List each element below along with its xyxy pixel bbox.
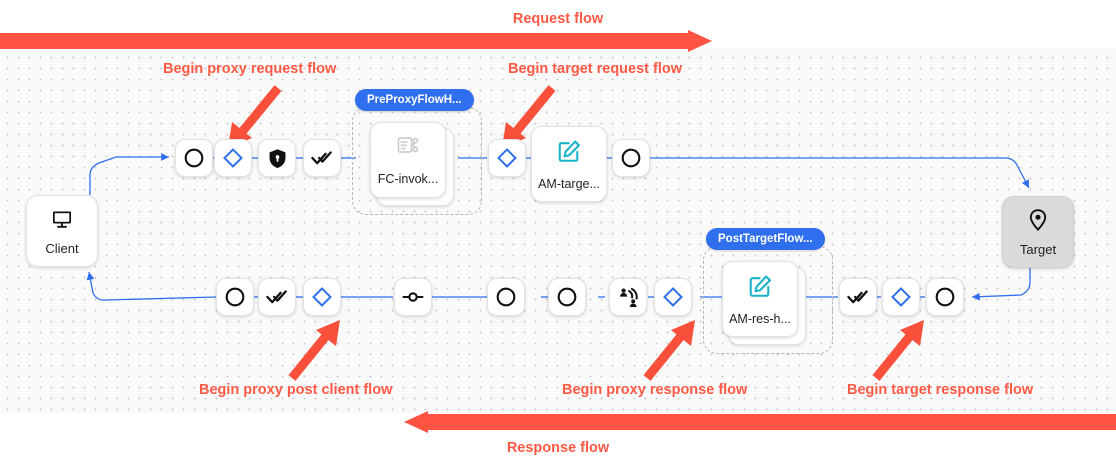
step-res-target-start[interactable]: [926, 278, 964, 316]
node-line-icon: [400, 284, 426, 310]
step-res-target-verify[interactable]: [839, 278, 877, 316]
location-pin-icon: [1027, 208, 1049, 235]
policy-label-fc-invoke: FC-invok...: [377, 172, 439, 186]
flow-callout-icon: [395, 134, 421, 163]
circle-icon: [223, 285, 247, 309]
step-req-target-endpoint[interactable]: [488, 139, 526, 177]
step-req-end[interactable]: [612, 139, 650, 177]
diamond-icon: [221, 146, 245, 170]
policy-label-am-res-h: AM-res-h...: [729, 311, 791, 326]
double-check-icon: [846, 285, 871, 310]
annotation-arrow-begin-proxy-response-flow: [643, 320, 695, 381]
diagram-canvas: [0, 48, 1116, 413]
policy-card-front[interactable]: AM-res-h...: [722, 261, 798, 337]
diamond-icon: [889, 285, 913, 309]
assign-message-icon: [556, 138, 583, 168]
endpoint-target[interactable]: Target: [1002, 196, 1074, 268]
circle-icon: [555, 285, 579, 309]
policy-label-am-target: AM-targe...: [538, 176, 600, 191]
annotation-begin-proxy-response-flow: Begin proxy response flow: [562, 382, 748, 398]
annotation-arrow-begin-target-response-flow: [872, 320, 924, 381]
policy-card-am-target[interactable]: AM-targe...: [531, 126, 607, 202]
response-flow-label: Response flow: [506, 440, 610, 456]
response-flow-banner: [0, 411, 1116, 433]
policy-card-fc-invoke[interactable]: FC-invok...: [370, 122, 454, 206]
step-res-circle-3[interactable]: [548, 278, 586, 316]
circle-icon: [494, 285, 518, 309]
step-res-broadcast[interactable]: [609, 278, 647, 316]
request-flow-label: Request flow: [512, 11, 604, 27]
diamond-icon: [495, 146, 519, 170]
group-pill-preproxyflowhook[interactable]: PreProxyFlowH...: [355, 89, 474, 111]
diamond-icon: [310, 285, 334, 309]
step-res-verify[interactable]: [258, 278, 296, 316]
shield-lock-icon: [266, 147, 289, 170]
step-res-client-end[interactable]: [216, 278, 254, 316]
step-req-start[interactable]: [175, 139, 213, 177]
circle-icon: [182, 146, 206, 170]
step-req-proxy-endpoint[interactable]: [214, 139, 252, 177]
broadcast-icon: [616, 285, 640, 309]
double-check-icon: [310, 146, 335, 171]
policy-card-front[interactable]: FC-invok...: [370, 122, 446, 198]
request-flow-banner: [0, 30, 1116, 52]
group-pill-posttargetflowhook[interactable]: PostTargetFlow...: [706, 228, 825, 250]
diamond-icon: [661, 285, 685, 309]
step-req-security[interactable]: [258, 139, 296, 177]
endpoint-target-label: Target: [1019, 241, 1057, 257]
step-res-target-endpoint[interactable]: [882, 278, 920, 316]
circle-icon: [933, 285, 957, 309]
step-res-post-client-endpoint[interactable]: [303, 278, 341, 316]
step-res-node[interactable]: [394, 278, 432, 316]
annotation-begin-proxy-post-client-flow: Begin proxy post client flow: [199, 382, 393, 398]
step-res-circle-2[interactable]: [487, 278, 525, 316]
annotation-begin-proxy-request-flow: Begin proxy request flow: [163, 61, 337, 77]
step-res-proxy-endpoint[interactable]: [654, 278, 692, 316]
assign-message-icon: [747, 273, 774, 303]
step-req-verify[interactable]: [303, 139, 341, 177]
endpoint-client-label: Client: [45, 240, 79, 256]
annotation-begin-target-response-flow: Begin target response flow: [847, 382, 1034, 398]
annotation-begin-target-request-flow: Begin target request flow: [508, 61, 683, 77]
annotation-arrow-begin-proxy-post-client-flow: [288, 320, 340, 381]
monitor-icon: [50, 207, 74, 234]
circle-icon: [619, 146, 643, 170]
policy-card-am-res-h[interactable]: AM-res-h...: [722, 261, 806, 345]
double-check-icon: [265, 285, 290, 310]
endpoint-client[interactable]: Client: [26, 195, 98, 267]
